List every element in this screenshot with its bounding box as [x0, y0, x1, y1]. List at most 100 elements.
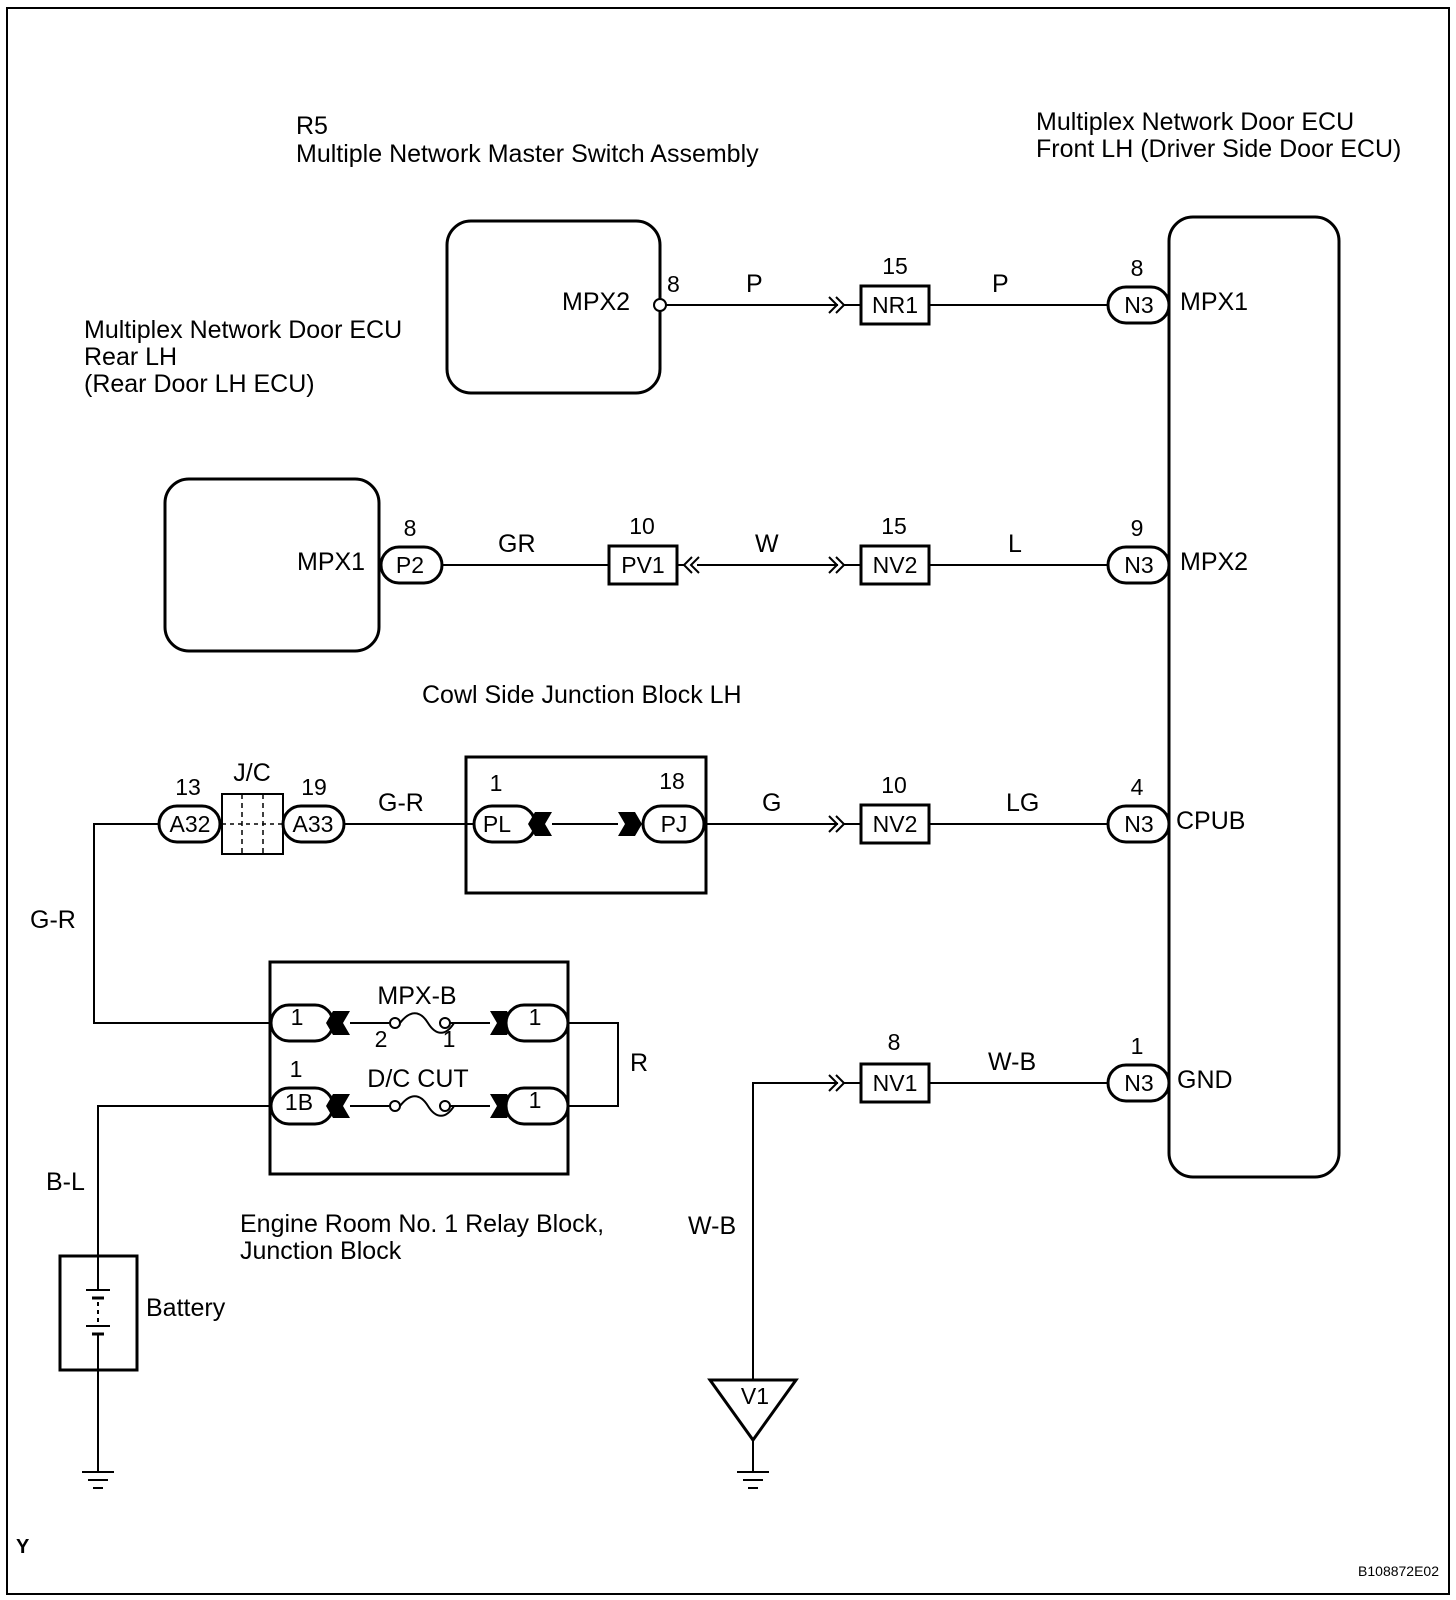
a33-label: A33: [293, 811, 334, 837]
front-ecu-title-1: Multiplex Network Door ECU: [1036, 108, 1354, 136]
fuse-dc-cut-label: D/C CUT: [367, 1065, 468, 1093]
wire-label-wb-horizontal: W-B: [988, 1048, 1036, 1076]
ground-icon-battery: [82, 1471, 114, 1489]
relay-t2-pin: 1: [290, 1056, 303, 1082]
a32-label: A32: [170, 811, 211, 837]
nv2-pin-a: 15: [881, 513, 907, 539]
ecu-gnd-label: GND: [1177, 1066, 1233, 1094]
r5-title: R5: [296, 112, 328, 140]
p2-pin: 8: [404, 515, 417, 541]
relay-t2-terminal: [326, 1094, 350, 1118]
wire-label-lg: LG: [1006, 789, 1039, 817]
pv1-pin: 10: [629, 513, 655, 539]
figure-code: B108872E02: [1358, 1563, 1439, 1579]
n3-connector-mpx1: [1106, 285, 1171, 325]
wire-label-l: L: [1008, 530, 1022, 558]
wire-label-gr-left: G-R: [30, 906, 76, 934]
pj-pin: 18: [659, 768, 685, 794]
dc-cut-fuse-icon: [399, 1095, 455, 1117]
pl-label: PL: [483, 811, 511, 837]
dc-cut-pin-right: [439, 1100, 451, 1112]
wire-r-loop: [568, 1022, 619, 1107]
a32-pin: 13: [175, 774, 201, 800]
pl-terminal: [528, 812, 552, 836]
nv2-label-a: NV2: [873, 552, 918, 578]
pj-label: PJ: [661, 811, 688, 837]
n3-pin-mpx2: 9: [1131, 515, 1144, 541]
relay-t1-terminal: [326, 1011, 350, 1035]
battery-label: Battery: [146, 1294, 226, 1322]
mpx-b-fuse-icon: [399, 1012, 455, 1034]
n3-label-cpub: N3: [1124, 811, 1153, 837]
p2-connector: [379, 545, 444, 585]
n3-connector-mpx2: [1106, 545, 1171, 585]
relay-t1-out-label: 1: [529, 1004, 542, 1030]
nv1-label: NV1: [873, 1070, 918, 1096]
n3-connector-cpub: [1106, 804, 1171, 844]
nr1-label: NR1: [872, 292, 918, 318]
rear-ecu-title-1: Multiplex Network Door ECU: [84, 316, 402, 344]
ecu-mpx1-label: MPX1: [1180, 288, 1248, 316]
engine-relay-box: [268, 960, 570, 1176]
n3-pin-mpx1: 8: [1131, 255, 1144, 281]
p2-label: P2: [396, 552, 424, 578]
front-ecu-box: [1167, 215, 1341, 1179]
wire-wb-vertical: [752, 1082, 838, 1380]
wire-label-w: W: [755, 530, 779, 558]
r5-name: Multiple Network Master Switch Assembly: [296, 140, 759, 168]
engine-block-title-1: Engine Room No. 1 Relay Block,: [240, 1210, 604, 1238]
wire-label-gr-a33: G-R: [378, 789, 424, 817]
n3-label-mpx1: N3: [1124, 292, 1153, 318]
jc-label: J/C: [233, 759, 271, 787]
engine-block-title-2: Junction Block: [240, 1237, 402, 1265]
corner-mark: Y: [16, 1536, 30, 1558]
ecu-cpub-label: CPUB: [1176, 807, 1245, 835]
n3-pin-gnd: 1: [1131, 1033, 1144, 1059]
n3-connector-gnd: [1106, 1063, 1171, 1103]
pj-terminal: [618, 812, 642, 836]
wire-bl: [97, 1105, 271, 1256]
a32-connector: [157, 804, 222, 844]
pv1-arrow: [682, 556, 700, 574]
relay-t2-label: 1B: [285, 1089, 313, 1115]
r5-mpx2-label: MPX2: [562, 288, 630, 316]
rear-mpx1-label: MPX1: [297, 548, 365, 576]
relay-t2-out-label: 1: [529, 1087, 542, 1113]
ground-icon-v1: [737, 1471, 769, 1489]
cowl-block-title: Cowl Side Junction Block LH: [422, 681, 742, 709]
rear-ecu-title-2: Rear LH: [84, 343, 177, 371]
nv2-connector-a: [859, 544, 931, 586]
ecu-mpx2-label: MPX2: [1180, 548, 1248, 576]
pv1-label: PV1: [621, 552, 664, 578]
rear-ecu-box: [163, 477, 381, 653]
wire-gr-left: [93, 823, 270, 1024]
wire-label-g: G: [762, 789, 781, 817]
a33-pin: 19: [301, 774, 327, 800]
nr1-pin: 15: [882, 253, 908, 279]
diagram-frame: [6, 7, 1450, 1595]
fuse-mpx-b-pin-1: 1: [443, 1026, 456, 1052]
rear-ecu-title-3: (Rear Door LH ECU): [84, 370, 315, 398]
front-ecu-title-2: Front LH (Driver Side Door ECU): [1036, 135, 1401, 163]
pl-pin: 1: [490, 770, 503, 796]
wire-label-p-1: P: [746, 270, 763, 298]
fuse-mpx-b-label: MPX-B: [377, 982, 456, 1010]
mpx-b-pin-left: [389, 1017, 401, 1029]
n3-pin-cpub: 4: [1131, 774, 1144, 800]
dc-cut-pin-left: [389, 1100, 401, 1112]
nv1-pin: 8: [888, 1029, 901, 1055]
wire-label-r: R: [630, 1049, 648, 1077]
v1-ground-point: [707, 1378, 799, 1443]
v1-label: V1: [741, 1383, 769, 1409]
n3-label-mpx2: N3: [1124, 552, 1153, 578]
wire-label-gr: GR: [498, 530, 536, 558]
wire-label-p-2: P: [992, 270, 1009, 298]
fuse-mpx-b-pin-2: 2: [375, 1026, 388, 1052]
r5-terminal-dot: [653, 298, 667, 312]
wire-label-wb-vertical: W-B: [688, 1212, 736, 1240]
wire-label-bl: B-L: [46, 1168, 85, 1196]
nv1-connector: [859, 1062, 931, 1104]
relay-t1-label: 1: [291, 1004, 304, 1030]
r5-pin-number: 8: [667, 271, 680, 297]
